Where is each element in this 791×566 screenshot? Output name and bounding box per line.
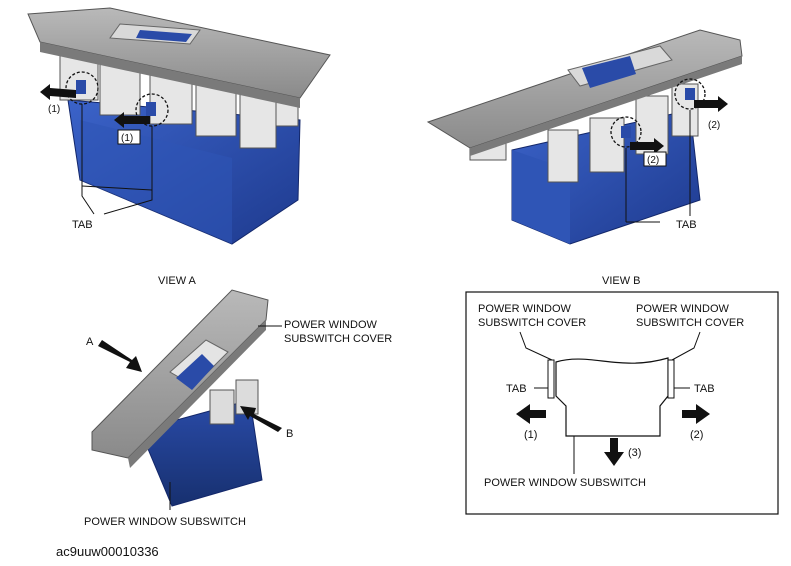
label-arrow-b: B — [286, 428, 293, 440]
arrow-step1-tl-a — [40, 84, 76, 100]
assembly-top-right: (2) (2) TAB — [426, 29, 743, 245]
arrow-step2-tr-a — [694, 96, 728, 112]
label-vb-tab-left: TAB — [506, 383, 527, 395]
arrow-step2-tr-b — [630, 138, 664, 154]
arrow-vb-step2 — [682, 404, 710, 424]
label-step1-tl-a: (1) — [48, 104, 60, 115]
arrow-view-a — [98, 340, 142, 372]
arrow-vb-step1 — [516, 404, 546, 424]
assembly-view-a: A B POWER WINDOW SUBSWITCH COVER POWER W… — [84, 289, 392, 528]
label-step2-tr-b: (2) — [647, 155, 659, 166]
label-cover-line1: POWER WINDOW — [284, 319, 377, 331]
assembly-top-left: (1) (1) TAB — [27, 7, 331, 245]
label-view-a: VIEW A — [158, 275, 197, 287]
label-vb-step2: (2) — [690, 429, 703, 441]
label-vb-cover-right-1: POWER WINDOW — [636, 303, 729, 315]
label-view-b: VIEW B — [602, 275, 641, 287]
label-vb-tab-right: TAB — [694, 383, 715, 395]
view-b-diagram: POWER WINDOW SUBSWITCH COVER POWER WINDO… — [478, 303, 744, 489]
tab-circle-tr-2 — [610, 116, 642, 148]
label-step1-tl-b: (1) — [121, 133, 133, 144]
tab-right-vb — [667, 359, 675, 399]
subswitch-body-vb — [555, 357, 669, 437]
tab-circle-tl-1 — [65, 71, 99, 105]
label-cover-line2: SUBSWITCH COVER — [284, 333, 392, 345]
figure-code: ac9uuw00010336 — [56, 544, 159, 559]
label-arrow-a: A — [86, 336, 94, 348]
switch-button-tl — [136, 30, 192, 42]
tab-circle-tr-1 — [674, 78, 706, 110]
label-vb-cover-left-2: SUBSWITCH COVER — [478, 317, 586, 329]
switch-button-tr — [582, 56, 636, 88]
arrow-vb-step3 — [604, 438, 624, 466]
tab-left-vb — [547, 359, 555, 399]
label-tab-tl: TAB — [72, 219, 93, 231]
leader-cover-left-vb — [519, 331, 553, 361]
leader-cover-right-vb — [671, 331, 701, 361]
switch-button-va — [176, 354, 214, 390]
label-step2-tr-a: (2) — [708, 120, 720, 131]
label-vb-subswitch: POWER WINDOW SUBSWITCH — [484, 477, 646, 489]
label-vb-step3: (3) — [628, 447, 641, 459]
cover-plate-tl — [27, 7, 331, 99]
label-vb-cover-right-2: SUBSWITCH COVER — [636, 317, 744, 329]
tab-leader-tr — [625, 110, 691, 222]
arrow-view-b — [240, 406, 282, 432]
tab-circle-tl-2 — [135, 93, 169, 127]
label-vb-step1: (1) — [524, 429, 537, 441]
label-tab-tr: TAB — [676, 219, 697, 231]
tab-leader-tl — [81, 104, 153, 215]
arrow-step1-tl-b — [114, 112, 150, 128]
label-subswitch-va: POWER WINDOW SUBSWITCH — [84, 516, 246, 528]
label-vb-cover-left-1: POWER WINDOW — [478, 303, 571, 315]
